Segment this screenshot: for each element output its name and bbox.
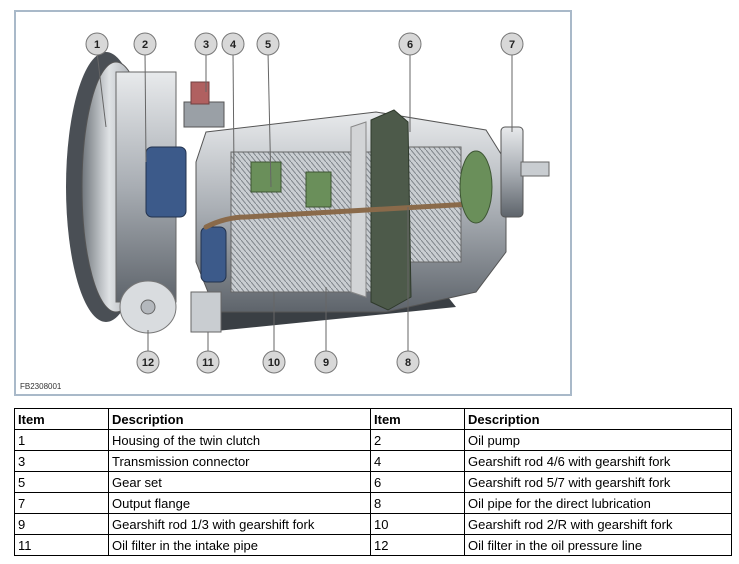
item-description: Gearshift rod 4/6 with gearshift fork: [464, 450, 732, 472]
item-description: Gearshift rod 5/7 with gearshift fork: [464, 471, 732, 493]
callout-9: 9: [314, 350, 338, 374]
transmission-diagram: 1 2 3 4 5 6 7 8 9 10 11 12 FB2308001: [14, 10, 572, 396]
item-number: 8: [370, 492, 465, 514]
header-item-right: Item: [370, 408, 465, 430]
svg-text:5: 5: [265, 39, 271, 51]
callout-5: 5: [256, 32, 280, 56]
callout-3: 3: [194, 32, 218, 56]
table-row: 9 Gearshift rod 1/3 with gearshift fork …: [14, 513, 732, 535]
callout-11: 11: [196, 350, 220, 374]
transmission-illustration: 1 2 3 4 5 6 7 8 9 10 11 12: [66, 32, 550, 374]
item-number: 5: [14, 471, 109, 493]
leader-lines: [96, 51, 513, 352]
callout-4: 4: [221, 32, 245, 56]
item-description: Gear set: [108, 471, 371, 493]
output-bearing: [459, 150, 493, 224]
header-description-left: Description: [108, 408, 371, 430]
oil-pump-body: [145, 146, 187, 218]
item-number: 2: [370, 429, 465, 451]
item-description: Gearshift rod 2/R with gearshift fork: [464, 513, 732, 535]
table-row: 7 Output flange 8 Oil pipe for the direc…: [14, 492, 732, 514]
item-number: 1: [14, 429, 109, 451]
oil-pipe: [203, 201, 474, 230]
svg-text:7: 7: [509, 39, 515, 51]
green-rod-upper: [250, 161, 282, 193]
item-description: Transmission connector: [108, 450, 371, 472]
callout-1: 1: [85, 32, 109, 56]
table-row: 3 Transmission connector 4 Gearshift rod…: [14, 450, 732, 472]
svg-text:10: 10: [268, 357, 280, 369]
item-number: 12: [370, 534, 465, 556]
blue-ring: [200, 226, 227, 283]
svg-text:12: 12: [142, 357, 154, 369]
table-row: 11 Oil filter in the intake pipe 12 Oil …: [14, 534, 732, 556]
item-number: 7: [14, 492, 109, 514]
legend-header-row: Item Description Item Description: [14, 408, 732, 430]
svg-text:11: 11: [202, 357, 214, 369]
item-number: 10: [370, 513, 465, 535]
svg-text:6: 6: [407, 39, 413, 51]
callout-6: 6: [398, 32, 422, 56]
item-number: 9: [14, 513, 109, 535]
callout-2: 2: [133, 32, 157, 56]
item-description: Oil filter in the intake pipe: [108, 534, 371, 556]
callout-8: 8: [396, 350, 420, 374]
connector-plug: [190, 81, 210, 105]
item-number: 6: [370, 471, 465, 493]
oil-filter-pressure-cap: [140, 299, 156, 315]
svg-text:4: 4: [230, 39, 237, 51]
item-description: Oil pump: [464, 429, 732, 451]
item-number: 11: [14, 534, 109, 556]
callout-10: 10: [262, 350, 286, 374]
header-item-left: Item: [14, 408, 109, 430]
item-number: 4: [370, 450, 465, 472]
svg-text:3: 3: [203, 39, 209, 51]
svg-text:1: 1: [94, 39, 100, 51]
item-description: Output flange: [108, 492, 371, 514]
output-flange-plate: [500, 126, 524, 218]
callout-7: 7: [500, 32, 524, 56]
item-number: 3: [14, 450, 109, 472]
oil-filter-intake: [190, 291, 222, 333]
callout-12: 12: [136, 350, 160, 374]
green-rod-mid: [305, 171, 332, 208]
svg-text:9: 9: [323, 357, 329, 369]
item-description: Housing of the twin clutch: [108, 429, 371, 451]
header-description-right: Description: [464, 408, 732, 430]
item-description: Oil pipe for the direct lubrication: [464, 492, 732, 514]
item-description: Gearshift rod 1/3 with gearshift fork: [108, 513, 371, 535]
legend-table: Item Description Item Description 1 Hous…: [14, 408, 732, 556]
transmission-connector-block: [183, 101, 225, 128]
item-description: Oil filter in the oil pressure line: [464, 534, 732, 556]
svg-text:8: 8: [405, 357, 411, 369]
output-flange-shaft: [520, 161, 550, 177]
table-row: 5 Gear set 6 Gearshift rod 5/7 with gear…: [14, 471, 732, 493]
figure-code: FB2308001: [20, 382, 62, 391]
svg-text:2: 2: [142, 39, 148, 51]
table-row: 1 Housing of the twin clutch 2 Oil pump: [14, 429, 732, 451]
